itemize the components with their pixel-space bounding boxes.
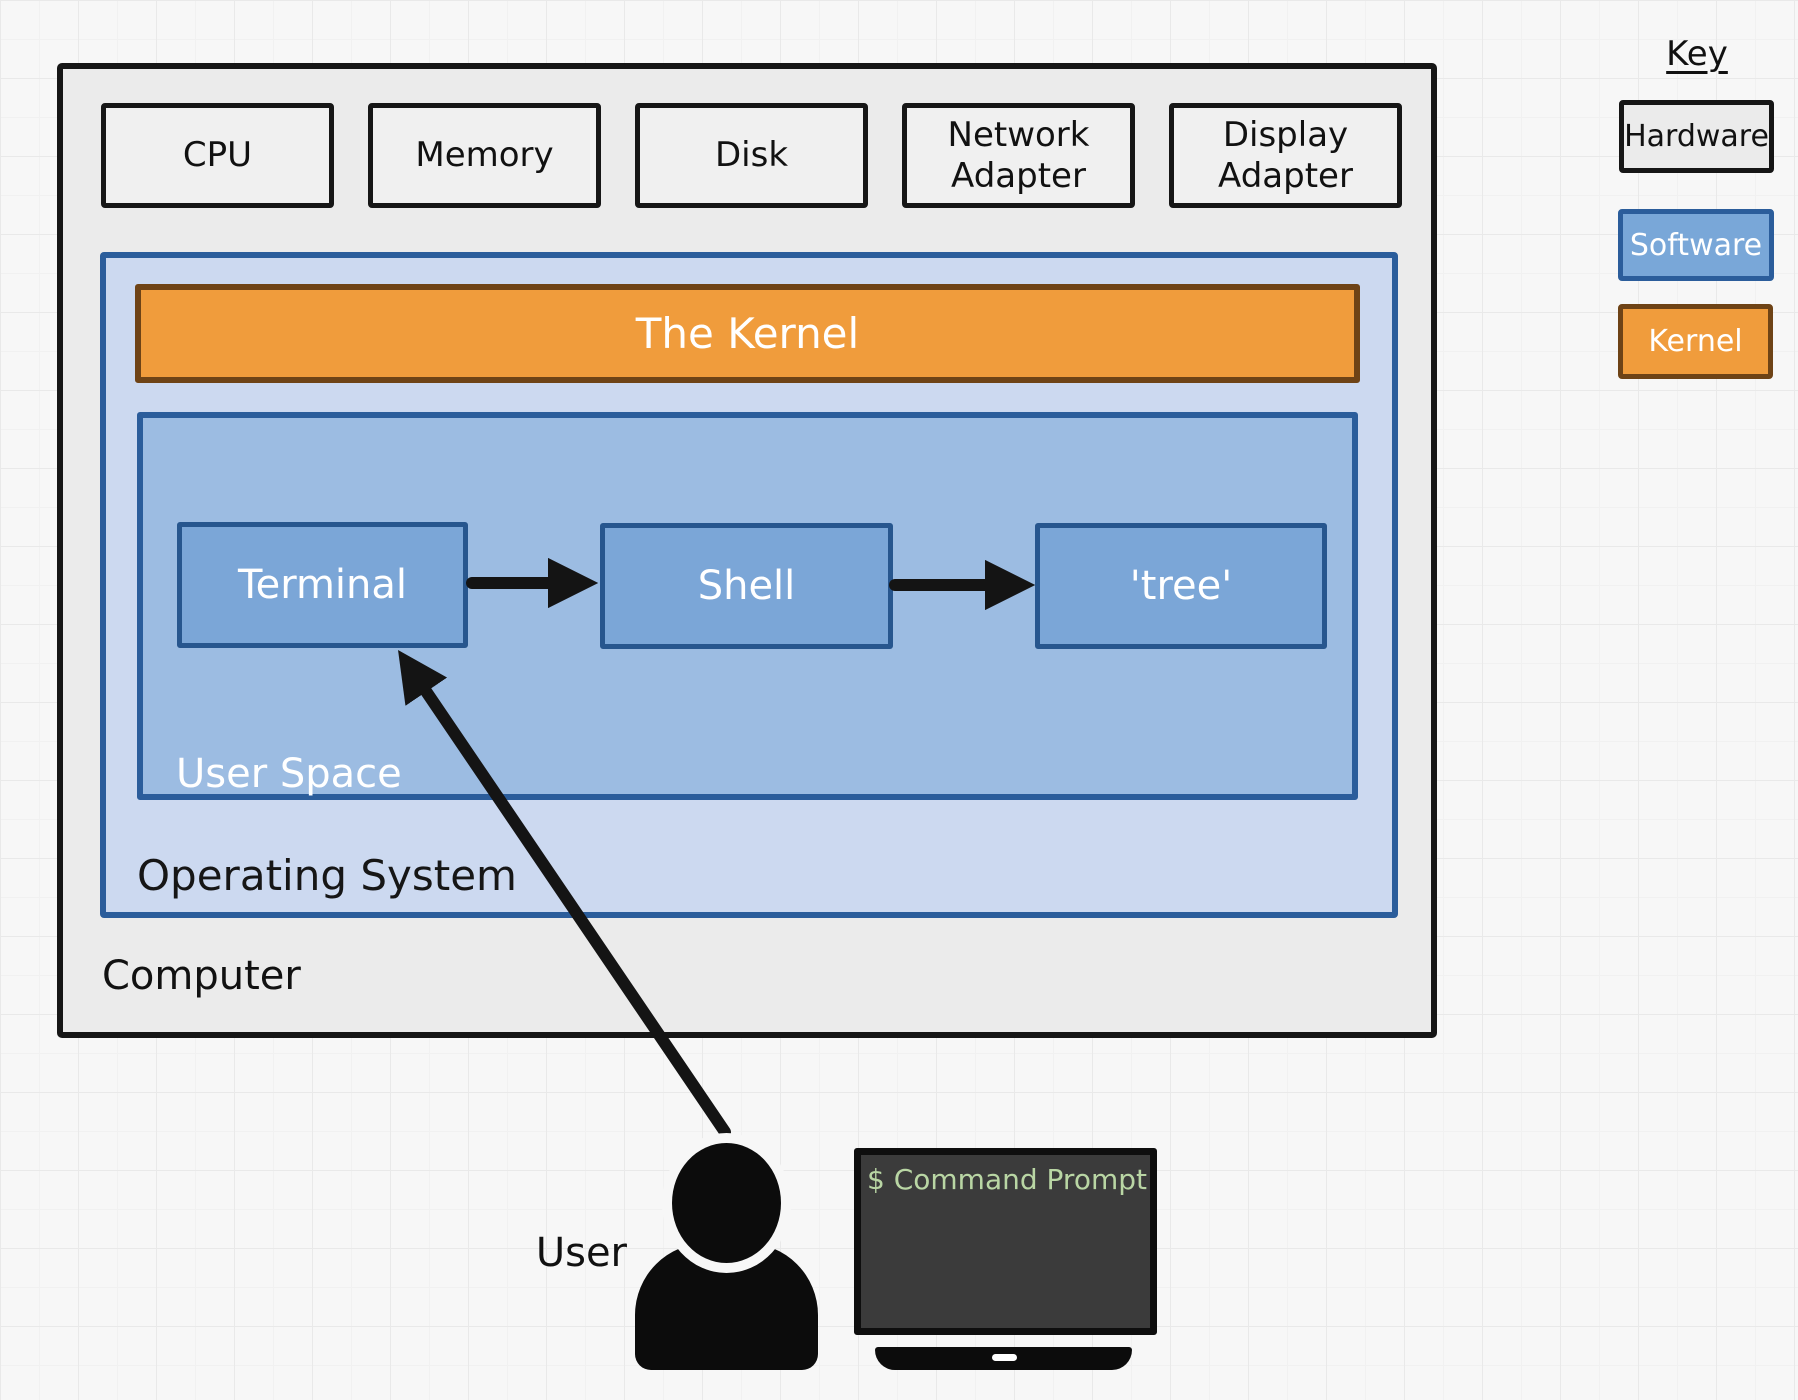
hardware-box-cpu-label: CPU: [182, 135, 253, 176]
operating-system-box: The Kernel Terminal Shell 'tree' User Sp…: [100, 252, 1398, 918]
hardware-box-memory: Memory: [368, 103, 601, 208]
hardware-box-cpu: CPU: [101, 103, 334, 208]
process-tree-label: 'tree': [1129, 563, 1233, 609]
user-body: [635, 1243, 818, 1370]
key-item-software: Software: [1618, 209, 1774, 281]
user-head: [672, 1143, 781, 1263]
user-space-box: Terminal Shell 'tree' User Space: [137, 412, 1358, 800]
computer-box: CPU Memory Disk Network Adapter Display …: [57, 63, 1437, 1038]
process-box-terminal: Terminal: [177, 522, 468, 648]
key-item-hardware-label: Hardware: [1624, 119, 1769, 154]
key-item-kernel-label: Kernel: [1648, 324, 1743, 359]
kernel-bar: The Kernel: [135, 284, 1360, 383]
key-item-software-label: Software: [1629, 227, 1763, 263]
key-title: Key: [1666, 34, 1728, 74]
hardware-box-display-adapter-label: Display Adapter: [1218, 114, 1353, 196]
key-item-kernel: Kernel: [1618, 304, 1773, 379]
hardware-box-network-adapter-label: Network Adapter: [947, 114, 1090, 196]
command-prompt-text: $ Command Prompt: [867, 1163, 1147, 1196]
monitor-screen: $ Command Prompt: [854, 1148, 1157, 1335]
hardware-box-display-adapter: Display Adapter: [1169, 103, 1402, 208]
process-terminal-label: Terminal: [237, 562, 408, 608]
hardware-box-network-adapter: Network Adapter: [902, 103, 1135, 208]
hardware-box-disk-label: Disk: [714, 135, 789, 176]
operating-system-label: Operating System: [137, 851, 517, 900]
user-space-label: User Space: [176, 751, 402, 797]
hardware-box-memory-label: Memory: [415, 135, 554, 176]
kernel-label: The Kernel: [635, 309, 860, 358]
process-shell-label: Shell: [697, 563, 796, 609]
computer-label: Computer: [102, 953, 301, 999]
process-box-shell: Shell: [600, 523, 893, 649]
hardware-box-disk: Disk: [635, 103, 868, 208]
user-label: User: [535, 1230, 627, 1276]
key-item-hardware: Hardware: [1619, 100, 1774, 173]
process-box-tree: 'tree': [1035, 523, 1327, 649]
monitor-stand-notch: [992, 1354, 1017, 1361]
